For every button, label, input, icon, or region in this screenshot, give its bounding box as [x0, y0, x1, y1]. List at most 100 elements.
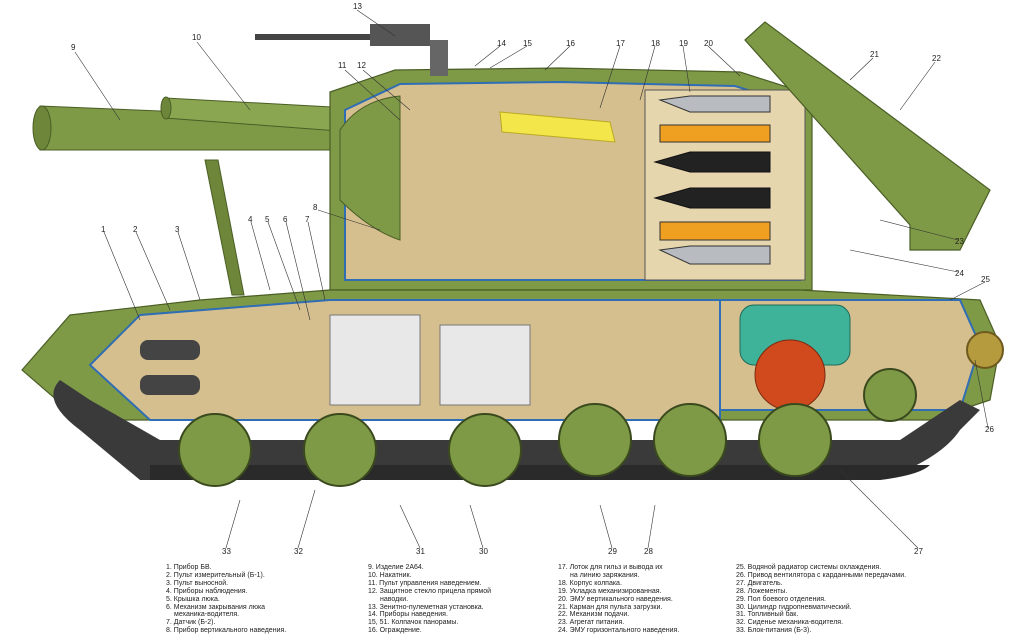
shell-2 — [653, 151, 771, 173]
track — [53, 380, 981, 480]
charge-2 — [659, 221, 771, 241]
legend-column-3: 17. Лоток для гильз и вывода их на линию… — [558, 564, 679, 635]
legend-item: 13. Зенитно-пулеметная установка. — [368, 603, 484, 611]
legend-item: 31. Топливный бак. — [736, 611, 799, 619]
aa-machine-gun — [255, 24, 448, 76]
callout-7: 7 — [305, 215, 310, 224]
callout-19: 19 — [679, 39, 688, 48]
callout-28: 28 — [644, 547, 653, 556]
recuperator-end — [160, 96, 172, 120]
callout-6: 6 — [283, 215, 288, 224]
callout-16: 16 — [566, 39, 575, 48]
legend-item: 8. Прибор вертикального наведения. — [166, 627, 287, 635]
callout-23: 23 — [955, 237, 964, 246]
legend-column-1: 1. Прибор БВ. 2. Пульт измерительный (Б-… — [166, 564, 286, 635]
legend-item: 4. Приборы наблюдения. — [166, 587, 248, 595]
legend-item: 20. ЭМУ вертикального наведения. — [558, 595, 673, 603]
legend-item: 3. Пульт выносной. — [166, 579, 229, 587]
legend-item: механика-водителя. — [174, 611, 240, 619]
power-unit-block — [140, 340, 200, 395]
callout-30: 30 — [479, 547, 488, 556]
callout-15: 15 — [523, 39, 532, 48]
legend-item: 25. Водяной радиатор системы охлаждения. — [736, 564, 882, 571]
gun-barrels — [32, 96, 353, 296]
legend-item: 1. Прибор БВ. — [166, 564, 212, 571]
callout-26: 26 — [985, 425, 994, 434]
callout-4: 4 — [248, 215, 253, 224]
road-wheel-1 — [178, 413, 252, 487]
callout-22: 22 — [932, 54, 941, 63]
legend-item: 23. Агрегат питания. — [558, 619, 625, 627]
callout-31: 31 — [416, 547, 425, 556]
legend-item: 28. Ложементы. — [736, 587, 788, 595]
sp-howitzer-cutaway-diagram — [21, 9, 1004, 549]
leader-lines — [74, 9, 989, 549]
callout-1: 1 — [101, 225, 106, 234]
legend-item: 5. Крышка люка. — [166, 595, 220, 603]
driver-seat-block — [329, 314, 421, 406]
legend-item: 15, 51. Колпачок панорамы. — [368, 619, 459, 627]
legend-item: наводки. — [380, 595, 409, 603]
barrel-muzzle — [32, 105, 52, 151]
callout-21: 21 — [870, 50, 879, 59]
callout-3: 3 — [175, 225, 180, 234]
road-wheel-3 — [448, 413, 522, 487]
callout-2: 2 — [133, 225, 138, 234]
legend-column-4: 25. Водяной радиатор системы охлаждения.… — [736, 564, 906, 635]
legend-item: 16. Ограждение. — [368, 627, 422, 635]
engine — [739, 304, 851, 411]
callout-18: 18 — [651, 39, 660, 48]
legend-item: 24. ЭМУ горизонтального наведения. — [558, 627, 680, 635]
legend-item: 30. Цилиндр гидропневматический. — [736, 603, 852, 611]
ammo-rack — [644, 89, 806, 281]
callout-29: 29 — [608, 547, 617, 556]
road-wheels — [178, 331, 1004, 487]
legend-item: 18. Корпус колпака. — [558, 579, 622, 587]
legend-item: на линию заряжания. — [570, 571, 640, 579]
legend: 1. Прибор БВ. 2. Пульт измерительный (Б-… — [0, 558, 1024, 644]
legend-column-2: 9. Изделие 2А64. 10. Накатник. 11. Пульт… — [368, 564, 491, 635]
callout-25: 25 — [981, 275, 990, 284]
callout-12: 12 — [357, 61, 366, 70]
feed-mechanism-arm — [744, 21, 991, 251]
legend-item: 14. Приборы наведения. — [368, 611, 448, 619]
callout-24: 24 — [955, 269, 964, 278]
callout-32: 32 — [294, 547, 303, 556]
legend-item: 11. Пульт управления наведением. — [368, 579, 482, 587]
callout-14: 14 — [497, 39, 506, 48]
legend-item: 32. Сиденье механика-водителя. — [736, 619, 844, 627]
barrel-support-strut — [204, 159, 245, 296]
road-wheel-6 — [758, 403, 832, 477]
legend-item: 10. Накатник. — [368, 571, 412, 579]
callout-8: 8 — [313, 203, 318, 212]
legend-item: 9. Изделие 2А64. — [368, 564, 424, 571]
idler-wheel — [863, 368, 917, 422]
callout-10: 10 — [192, 33, 201, 42]
callout-13: 13 — [353, 2, 362, 11]
legend-item: 2. Пульт измерительный (Б-1). — [166, 571, 265, 579]
callout-9: 9 — [71, 43, 76, 52]
callout-11: 11 — [338, 61, 347, 70]
legend-item: 26. Привод вентилятора с карданными пере… — [736, 571, 907, 579]
cartridge-tray — [499, 111, 616, 143]
legend-item: 6. Механизм закрывания люка — [166, 603, 266, 611]
road-wheel-2 — [303, 413, 377, 487]
legend-item: 22. Механизм подачи. — [558, 611, 630, 619]
legend-item: 17. Лоток для гильз и вывода их — [558, 564, 663, 571]
legend-item: 21. Карман для пульта загрузки. — [558, 603, 663, 611]
callout-33: 33 — [222, 547, 231, 556]
callout-20: 20 — [704, 39, 713, 48]
legend-item: 12. Защитное стекло прицела прямой — [368, 587, 492, 595]
road-wheel-4 — [558, 403, 632, 477]
drive-sprocket — [966, 331, 1004, 369]
legend-item: 7. Датчик (Б-2). — [166, 619, 216, 627]
shell-4 — [658, 245, 771, 265]
charge-1 — [659, 124, 771, 143]
callout-27: 27 — [914, 547, 923, 556]
callout-5: 5 — [265, 215, 270, 224]
shell-3 — [653, 187, 771, 209]
gun-breech — [339, 95, 401, 241]
road-wheel-5 — [653, 403, 727, 477]
legend-item: 19. Укладка механизированная. — [558, 587, 662, 595]
legend-item: 33. Блок-питания (Б-3). — [736, 627, 812, 635]
